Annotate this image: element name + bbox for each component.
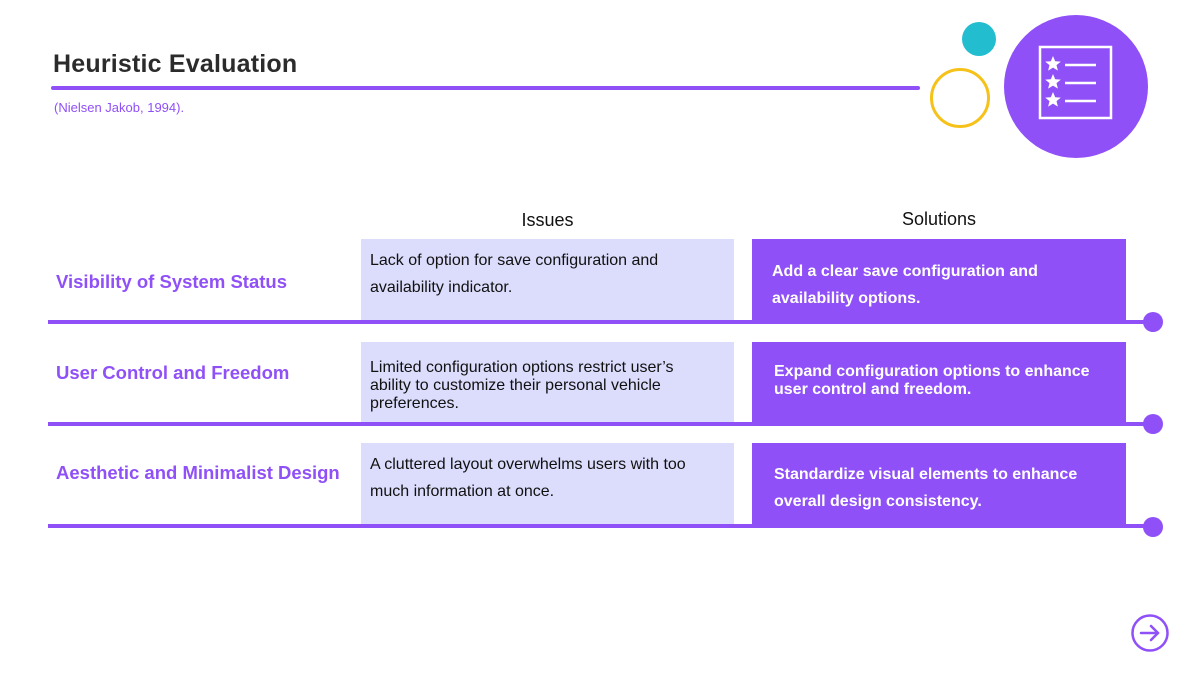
row-end-dot: [1143, 414, 1163, 434]
heuristic-label: Visibility of System Status: [56, 271, 287, 292]
heuristic-label: Aesthetic and Minimalist Design: [56, 462, 340, 483]
title-underline: [51, 86, 920, 90]
teal-circle-decoration: [962, 22, 996, 56]
row-end-dot: [1143, 312, 1163, 332]
yellow-ring-decoration: [930, 68, 990, 128]
solution-cell: Standardize visual elements to enhance o…: [752, 443, 1126, 526]
issue-cell: Lack of option for save configuration an…: [361, 239, 734, 320]
next-slide-button[interactable]: [1131, 614, 1169, 652]
issue-cell: A cluttered layout overwhelms users with…: [361, 443, 734, 524]
solution-cell: Expand configuration options to enhance …: [752, 342, 1126, 424]
page-title: Heuristic Evaluation: [53, 50, 298, 78]
feature-icon-circle: [1004, 15, 1148, 158]
solutions-column-header: Solutions: [901, 209, 977, 229]
issues-column-header: Issues: [521, 210, 574, 230]
row-divider: [48, 320, 1153, 324]
solution-cell: Add a clear save configuration and avail…: [752, 239, 1126, 322]
issue-cell: Limited configuration options restrict u…: [361, 342, 734, 422]
row-divider: [48, 422, 1153, 426]
heuristic-label: User Control and Freedom: [56, 362, 290, 383]
arrow-right-circle-icon: [1131, 614, 1169, 652]
row-divider: [48, 524, 1153, 528]
citation: (Nielsen Jakob, 1994).: [54, 100, 185, 115]
row-end-dot: [1143, 517, 1163, 537]
star-list-icon: [1038, 45, 1113, 120]
